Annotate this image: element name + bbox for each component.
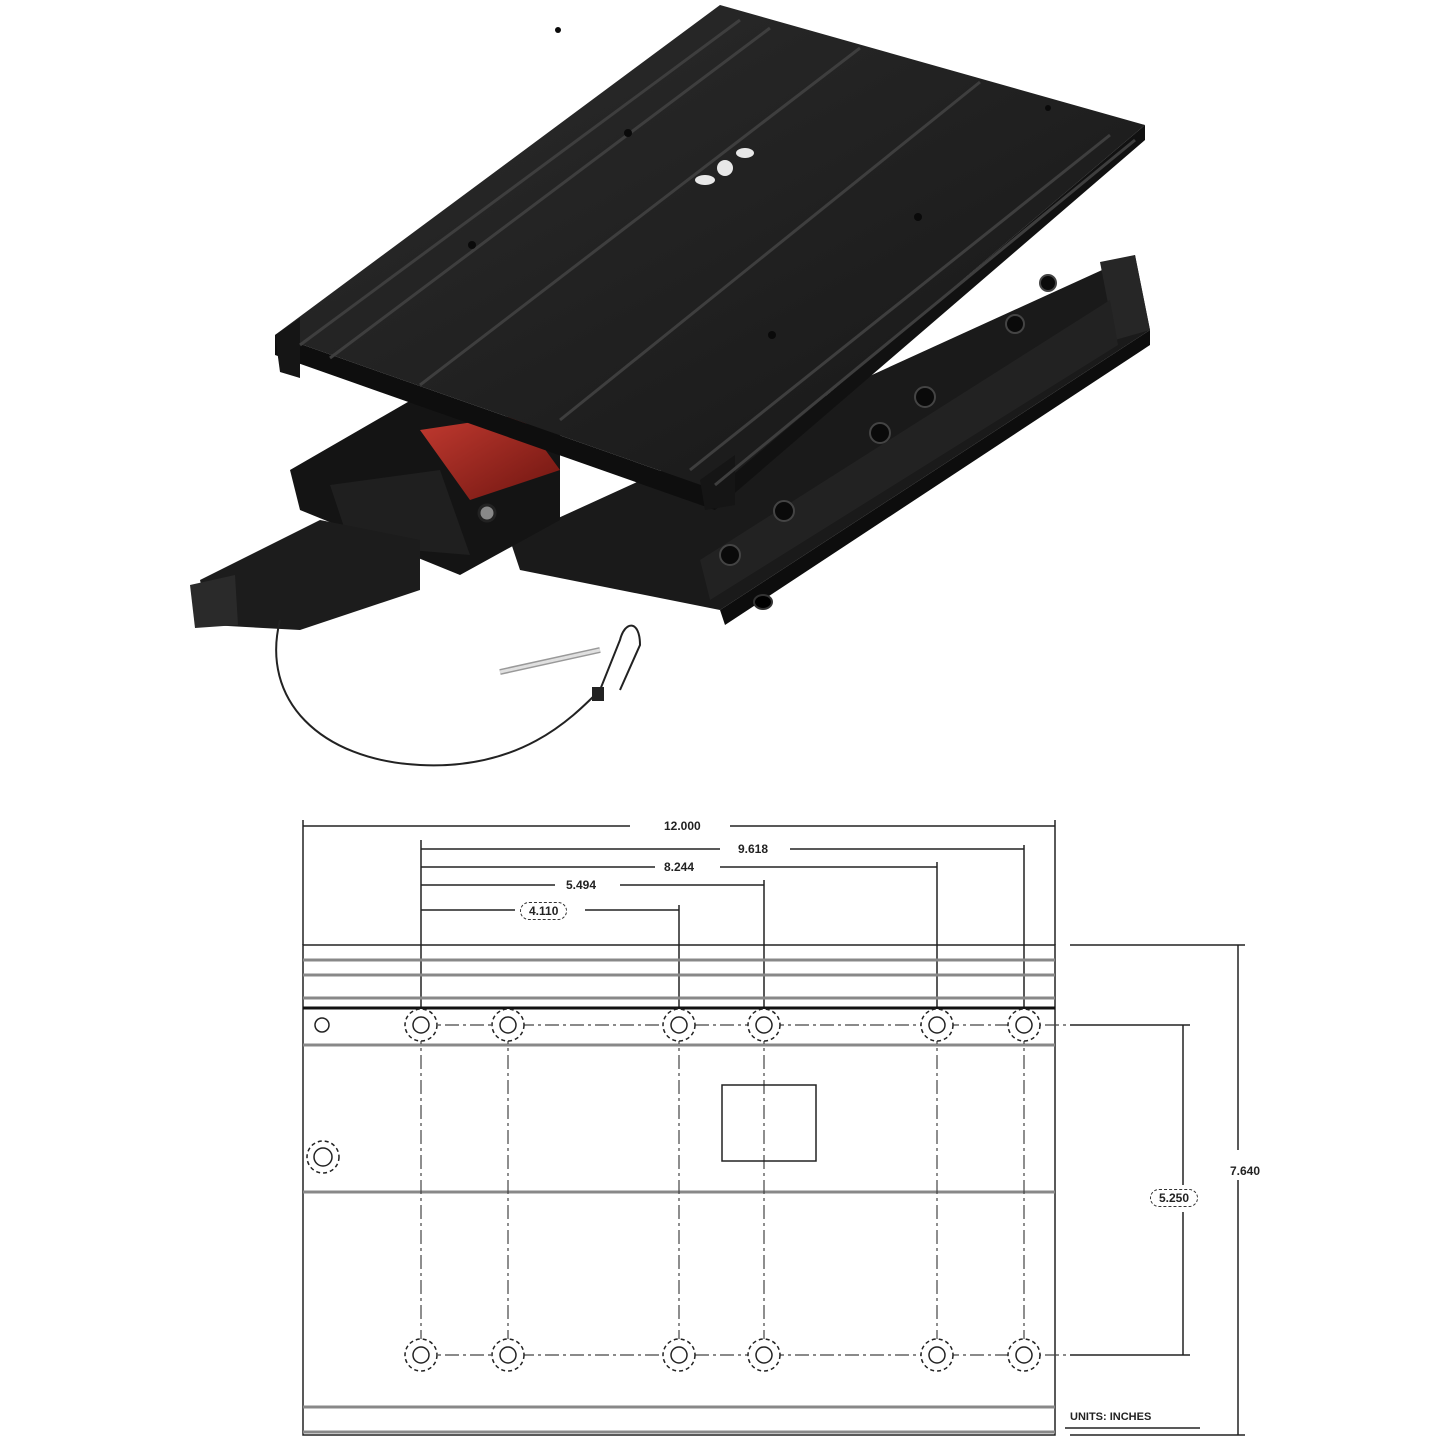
- dim-overall-width: 7.640: [1226, 1164, 1265, 1178]
- center-fastener: [695, 148, 754, 185]
- latch-handle: [190, 575, 238, 628]
- dim-hole-span-2: 4.110: [520, 902, 568, 920]
- top-plate: [275, 5, 1145, 510]
- dim-hole-span-4: 8.244: [660, 860, 699, 874]
- rail-holes: [719, 274, 1057, 566]
- dim-hole-span-3: 5.494: [562, 878, 601, 892]
- key-lanyard: [275, 619, 642, 767]
- dim-overall-length: 12.000: [660, 819, 705, 833]
- screw-icon: [477, 503, 497, 523]
- plate-ridges: [299, 18, 1136, 487]
- mounting-holes: [306, 1008, 1041, 1372]
- dim-hole-span-5: 9.618: [734, 842, 773, 856]
- units-label: UNITS: INCHES: [1066, 1410, 1156, 1424]
- centerlines: [420, 1024, 1070, 1356]
- dim-row-spacing: 5.250: [1150, 1189, 1199, 1207]
- latch-assembly: [190, 395, 560, 630]
- center-cutout: [721, 1084, 817, 1162]
- dimension-drawing: 12.000 9.618 8.244 5.494 4.110 5.250 7.6…: [0, 790, 1445, 1445]
- base-rail: [510, 255, 1150, 625]
- slide-mount-illustration: [190, 5, 1150, 767]
- product-photo: [190, 5, 1150, 767]
- plate-holes: [468, 27, 1051, 339]
- drawing-lines: [302, 820, 1245, 1436]
